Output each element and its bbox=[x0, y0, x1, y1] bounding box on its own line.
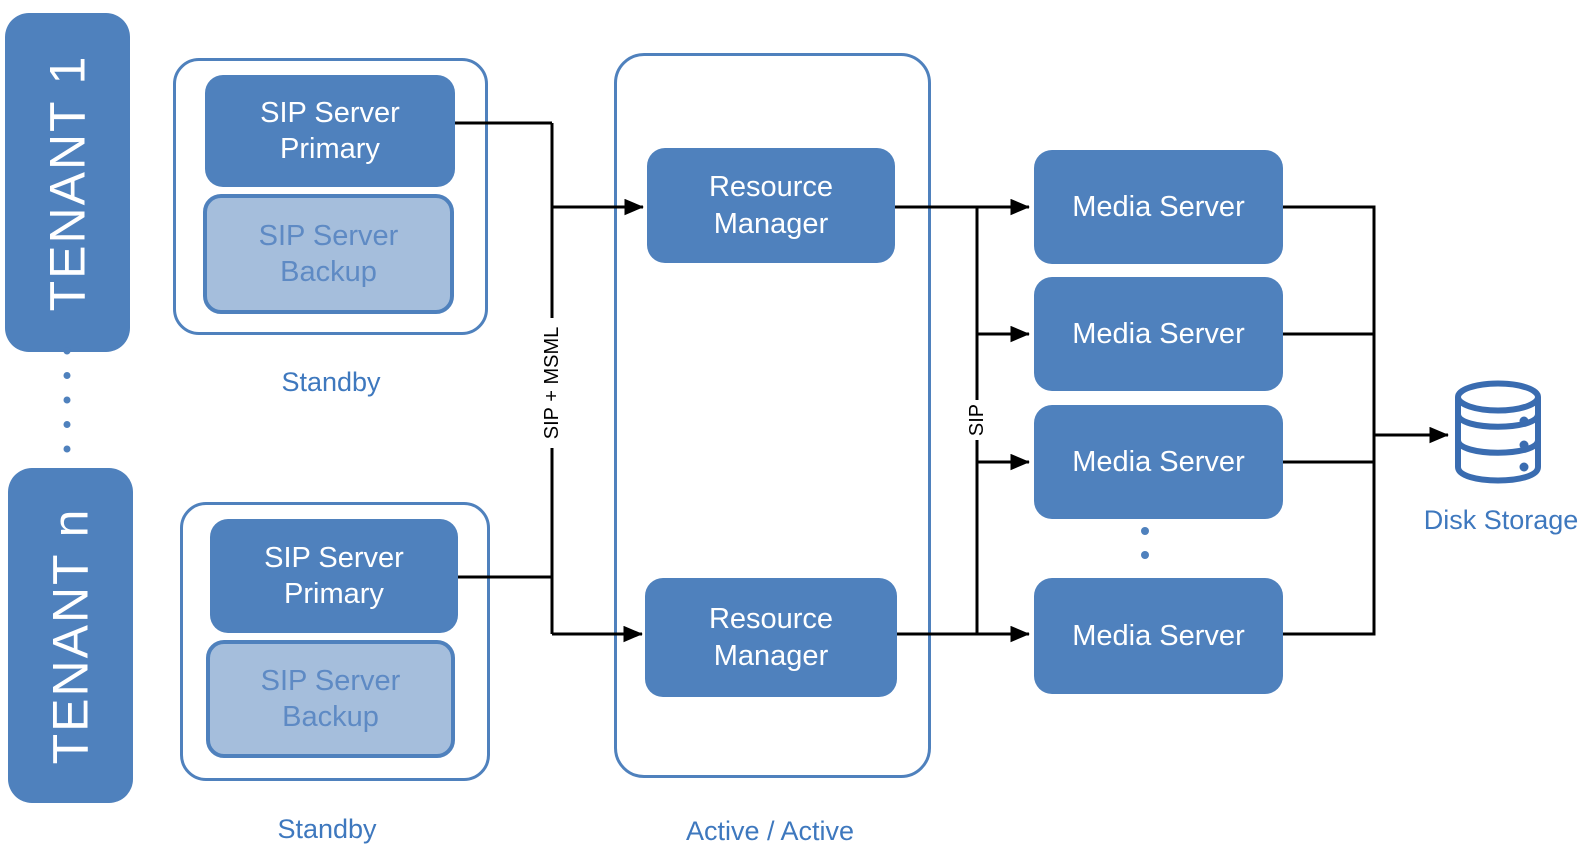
standby-caption-1: Standby bbox=[281, 367, 381, 397]
resource-manager-2-label: Resource Manager bbox=[708, 603, 834, 672]
active-active-group bbox=[614, 53, 931, 778]
sip-server-primary-1-label: SIP Server Primary bbox=[260, 96, 400, 165]
media-server-4-label: Media Server bbox=[1072, 619, 1245, 652]
sip-server-primary-2-label: SIP Server Primary bbox=[264, 541, 404, 610]
media-server-2: Media Server bbox=[1034, 277, 1283, 391]
sip-server-backup-2: SIP Server Backup bbox=[206, 640, 455, 758]
standby-group-2 bbox=[180, 502, 490, 781]
media-server-4: Media Server bbox=[1034, 578, 1283, 694]
sip-server-primary-2: SIP Server Primary bbox=[210, 519, 458, 633]
tenant-ellipsis-dots bbox=[63, 347, 71, 453]
sip-server-backup-2-label: SIP Server Backup bbox=[260, 664, 401, 733]
standby-caption-2: Standby bbox=[277, 814, 377, 844]
tenant-n-label: TENANT n bbox=[42, 507, 99, 764]
active-active-caption: Active / Active bbox=[685, 816, 855, 846]
sip-server-backup-1: SIP Server Backup bbox=[203, 194, 454, 314]
disk-storage-icon bbox=[1455, 380, 1541, 484]
media-server-3: Media Server bbox=[1034, 405, 1283, 519]
tenant-1-label: TENANT 1 bbox=[39, 54, 96, 311]
sip-edge-label-text: SIP bbox=[966, 403, 988, 437]
sip-server-backup-1-label: SIP Server Backup bbox=[258, 219, 399, 288]
sip-msml-edge-label-text: SIP + MSML bbox=[540, 326, 563, 440]
media-server-1: Media Server bbox=[1034, 150, 1283, 264]
media-server-1-label: Media Server bbox=[1072, 190, 1245, 223]
resource-manager-1-label: Resource Manager bbox=[708, 171, 834, 240]
disk-storage-label: Disk Storage bbox=[1423, 505, 1579, 535]
media-server-2-label: Media Server bbox=[1072, 317, 1245, 350]
media-server-ellipsis-dots bbox=[1141, 527, 1149, 559]
media-server-3-label: Media Server bbox=[1072, 445, 1245, 478]
tenant-1-box: TENANT 1 bbox=[5, 13, 130, 352]
storage-collector bbox=[1283, 205, 1449, 636]
resource-manager-1: Resource Manager bbox=[647, 148, 895, 263]
tenant-n-box: TENANT n bbox=[8, 468, 133, 803]
sip-server-primary-1: SIP Server Primary bbox=[205, 75, 455, 187]
standby-group-1 bbox=[173, 58, 488, 335]
resource-manager-2: Resource Manager bbox=[645, 578, 897, 697]
